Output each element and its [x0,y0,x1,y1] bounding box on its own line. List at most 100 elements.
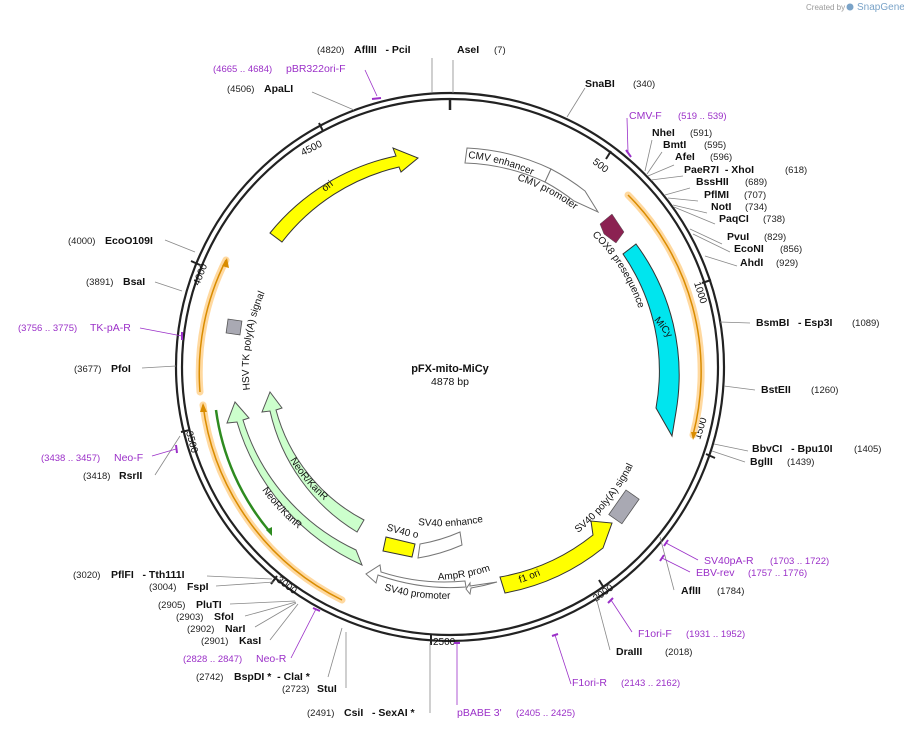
site-bglii-pos: (1439) [787,457,814,468]
site-bmti-pos: (595) [704,140,726,151]
primer-pbabe3-pos: (2405 .. 2425) [516,708,575,719]
site-afei: AfeI [675,151,695,163]
site-csii-sexai-pos: (2491) [307,708,334,719]
site-bsshii-pos: (689) [745,177,767,188]
site-sfoi: SfoI [214,611,234,623]
site-bmti: BmtI [663,139,686,151]
site-fspi: FspI [187,581,209,593]
primer-pbr322ori-f-pos: (4665 .. 4684) [213,64,272,75]
site-kasi-pos: (2901) [201,636,228,647]
site-afliii-pcii-pos: (4820) [317,45,344,56]
site-paer7i-xhoi-pos: (618) [785,165,807,176]
site-pflmi-pos: (707) [744,190,766,201]
site-nhei-pos: (591) [690,128,712,139]
primer-f1ori-r: F1ori-R [572,677,607,689]
primer-ebv-rev-pos: (1757 .. 1776) [748,568,807,579]
primer-neo-r-pos: (2828 .. 2847) [183,654,242,665]
site-asei: AseI [457,44,479,56]
site-pluti: PluTI [196,599,222,611]
site-bsai-pos: (3891) [86,277,113,288]
feature-sv40-promoter [365,564,467,589]
primer-leaders [139,69,699,705]
feature-label-neor-1: NeoR/KanR [287,456,329,503]
site-apali: ApaLI [264,83,293,95]
site-ahdi-pos: (929) [776,258,798,269]
plasmid-name: pFX-mito-MiCy [411,363,489,375]
site-noti: NotI [711,201,731,213]
tick-2500: 2500 [433,637,456,648]
primer-labels: CMV-F (519 .. 539) SV40pA-R (1703 .. 172… [18,63,829,719]
site-bsmbi-esp3i-pos: (1089) [852,318,879,329]
plasmid-length: 4878 bp [431,376,469,388]
primer-f1ori-f-pos: (1931 .. 1952) [686,629,745,640]
site-pvui: PvuI [727,231,749,243]
site-bsteii: BstEII [761,384,791,396]
site-aflii: AflII [681,585,701,597]
site-labels: AseI (7) SnaBI (340) NheI (591) BmtI (59… [68,44,881,719]
backbone-outer [174,91,726,643]
site-snabi: SnaBI [585,78,615,90]
primer-sv40pa-r-pos: (1703 .. 1722) [770,556,829,567]
site-bsteii-pos: (1260) [811,385,838,396]
site-paqci-pos: (738) [763,214,785,225]
site-bglii: BglII [750,456,773,468]
primer-sv40pa-r: SV40pA-R [704,555,754,567]
site-draiii-pos: (2018) [665,647,692,658]
primer-f1ori-f: F1ori-F [638,628,672,640]
site-ecoo109i: EcoO109I [105,235,153,247]
site-noti-pos: (734) [745,202,767,213]
feature-micy [622,243,680,438]
primer-cmv-f: CMV-F [629,110,662,122]
site-paer7i-xhoi: PaeR7I - XhoI [684,164,754,176]
primer-cmv-f-pos: (519 .. 539) [678,111,727,122]
primer-f1ori-r-pos: (2143 .. 2162) [621,678,680,689]
site-bsshii: BssHII [696,176,729,188]
site-asei-pos: (7) [494,45,506,56]
primer-neo-r: Neo-R [256,653,287,665]
site-csii-sexai: CsiI - SexAI * [344,707,416,719]
site-snabi-pos: (340) [633,79,655,90]
feature-ori [269,147,419,243]
site-pvui-pos: (829) [764,232,786,243]
primer-pbr322ori-f: pBR322ori-F [286,63,346,75]
site-econi-pos: (856) [780,244,802,255]
feature-ampr-promoter [465,581,498,596]
site-bbvci-bpu10i-pos: (1405) [854,444,881,455]
site-nhei: NheI [652,127,675,139]
site-nari: NarI [225,623,246,635]
feature-label-sv40-enhancer: SV40 enhancer [0,0,484,529]
site-bspdi-clai-pos: (2742) [196,672,223,683]
feature-neor-2 [226,401,363,566]
site-rsrii: RsrII [119,470,142,482]
site-bsai: BsaI [123,276,145,288]
snapgene-logo: SnapGene [857,2,904,13]
feature-sv40-enhancer [417,531,463,559]
feature-label-hsv-tk: HSV TK poly(A) signal [241,290,268,391]
tick-500: 500 [590,157,610,176]
feature-f1-ori [499,520,613,594]
site-pflmi: PflMI [704,189,729,201]
primer-tk-pa-r: TK-pA-R [90,322,131,334]
site-ahdi: AhdI [740,257,763,269]
feature-neor-1 [261,390,365,533]
primer-tk-pa-r-pos: (3756 .. 3775) [18,323,77,334]
feature-cmv-promoter [544,168,600,214]
site-ecoo109i-pos: (4000) [68,236,95,247]
site-bsmbi-esp3i: BsmBI - Esp3I [756,317,833,329]
site-apali-pos: (4506) [227,84,254,95]
site-fspi-pos: (3004) [149,582,176,593]
primer-neo-f-pos: (3438 .. 3457) [41,453,100,464]
tick-2000: 2000 [591,582,616,604]
site-rsrii-pos: (3418) [83,471,110,482]
features [225,147,680,596]
site-afliii-pcii: AflIII - PciI [354,44,411,56]
site-stui-pos: (2723) [282,684,309,695]
site-pfoi-pos: (3677) [74,364,101,375]
fragment-arcs [195,191,705,604]
feature-sv40-polya [608,489,640,525]
primer-ebv-rev: EBV-rev [696,567,735,579]
primer-pbabe3: pBABE 3' [457,707,502,719]
site-paqci: PaqCI [719,213,749,225]
site-leaders [141,58,756,713]
